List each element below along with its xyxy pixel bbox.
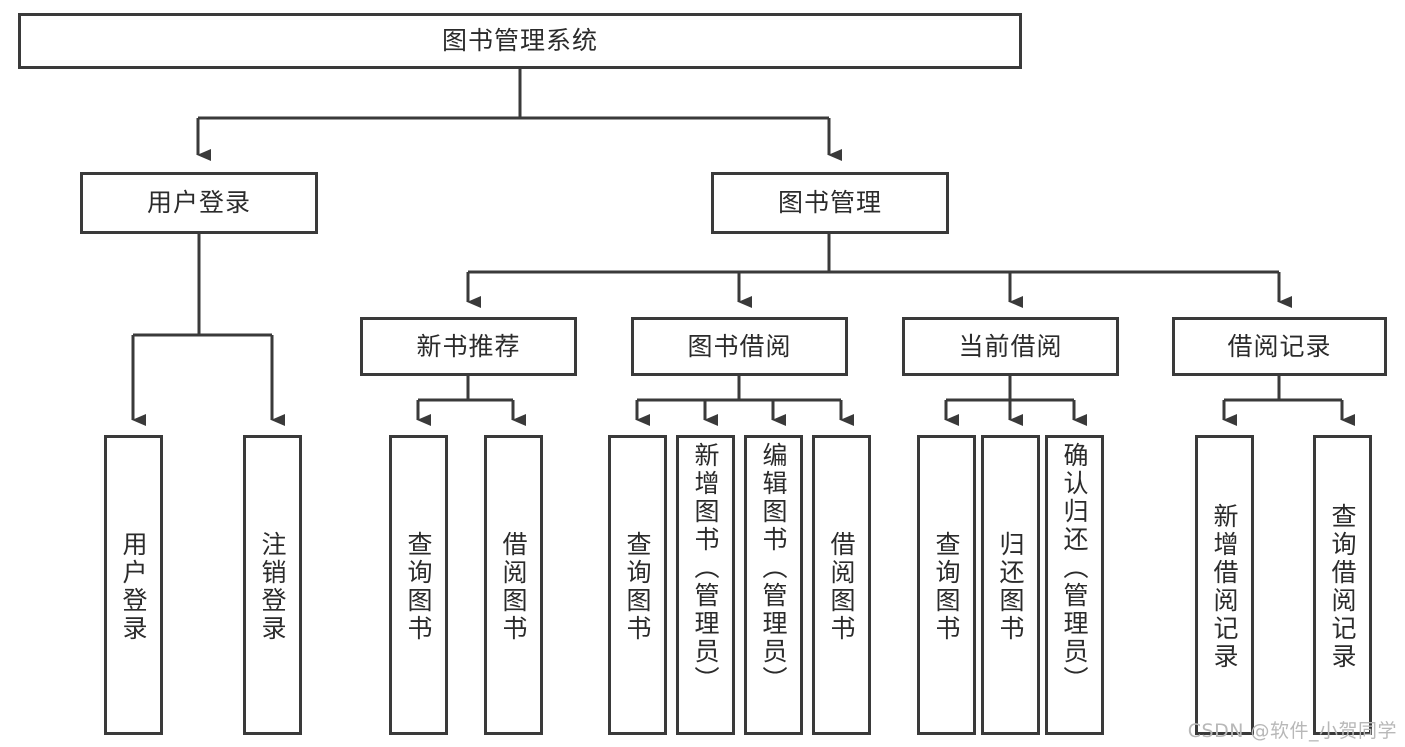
node-label: 当前借阅 [958,331,1063,361]
node-label: 新增借阅记录 [1210,503,1239,671]
node-leaf-borrow-book-2[interactable]: 借阅图书 [812,435,871,735]
node-label: 查询图书 [932,531,961,643]
node-label: 查询图书 [623,531,652,643]
node-label: 图书借阅 [687,331,792,361]
node-leaf-query-book-2[interactable]: 查询图书 [608,435,667,735]
node-label: 借阅图书 [827,531,856,643]
node-label: 图书管理系统 [441,26,598,55]
node-label: 新增图书（管理员） [691,442,720,694]
node-label: 归还图书 [996,531,1025,643]
csdn-watermark: CSDN @软件_小贺同学 [1187,720,1397,742]
node-book-management[interactable]: 图书管理 [711,172,949,234]
node-root-book-management-system[interactable]: 图书管理系统 [18,13,1022,69]
node-leaf-query-book-1[interactable]: 查询图书 [389,435,448,735]
node-leaf-edit-book[interactable]: 编辑图书（管理员） [744,435,803,735]
node-label: 确认归还（管理员） [1060,442,1089,694]
node-label: 注销登录 [258,531,287,643]
node-label: 借阅记录 [1227,331,1332,361]
node-label: 查询借阅记录 [1328,503,1357,671]
node-leaf-query-book-3[interactable]: 查询图书 [917,435,976,735]
node-new-book-recommend[interactable]: 新书推荐 [360,317,577,376]
node-leaf-borrow-book-1[interactable]: 借阅图书 [484,435,543,735]
node-leaf-user-login[interactable]: 用户登录 [104,435,163,735]
node-label: 用户登录 [146,188,251,217]
node-user-login[interactable]: 用户登录 [80,172,318,234]
node-label: 用户登录 [119,531,148,643]
node-label: 查询图书 [404,531,433,643]
node-current-borrow[interactable]: 当前借阅 [902,317,1119,376]
node-leaf-confirm-return[interactable]: 确认归还（管理员） [1045,435,1104,735]
node-label: 借阅图书 [499,531,528,643]
node-borrow-record[interactable]: 借阅记录 [1172,317,1387,376]
node-label: 新书推荐 [416,331,521,361]
node-leaf-add-book[interactable]: 新增图书（管理员） [676,435,735,735]
node-leaf-return-book[interactable]: 归还图书 [981,435,1040,735]
node-book-borrow[interactable]: 图书借阅 [631,317,848,376]
node-leaf-add-record[interactable]: 新增借阅记录 [1195,435,1254,735]
node-label: 编辑图书（管理员） [759,442,788,694]
node-leaf-user-logout[interactable]: 注销登录 [243,435,302,735]
node-leaf-query-record[interactable]: 查询借阅记录 [1313,435,1372,735]
node-label: 图书管理 [777,188,882,217]
